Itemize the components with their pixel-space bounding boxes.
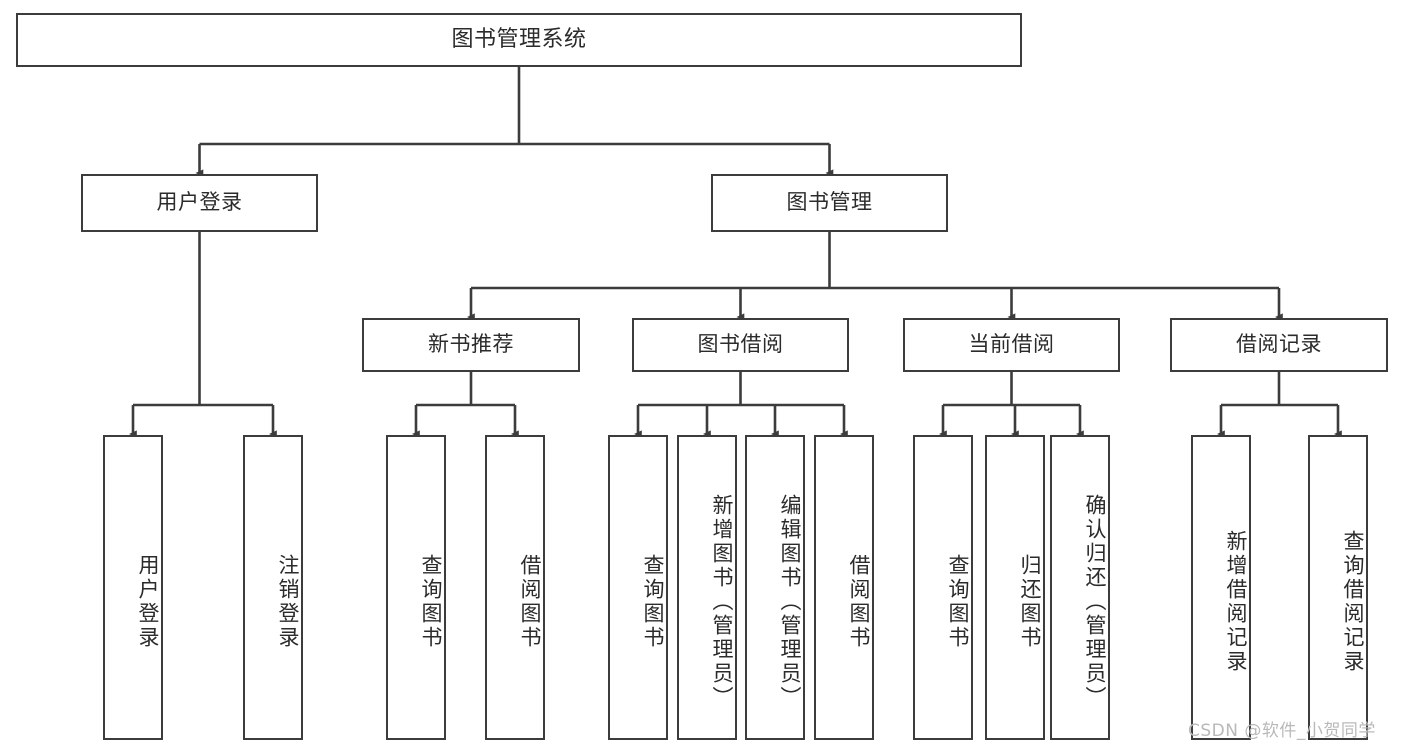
leaf-borrow-book-recommend[interactable]: 借阅图书 xyxy=(485,435,545,740)
leaf-borrow-book[interactable]: 借阅图书 xyxy=(814,435,874,740)
leaf-query-book-current-loan[interactable]: 查询图书 xyxy=(913,435,973,740)
node-book-borrow[interactable]: 图书借阅 xyxy=(632,318,849,372)
leaf-user-login[interactable]: 用户登录 xyxy=(103,435,163,740)
leaf-query-book-borrow[interactable]: 查询图书 xyxy=(608,435,668,740)
node-user-login[interactable]: 用户登录 xyxy=(81,174,318,232)
leaf-return-book[interactable]: 归还图书 xyxy=(985,435,1045,740)
leaf-add-book-admin[interactable]: 新增图书（管理员） xyxy=(677,435,737,740)
node-current-loan[interactable]: 当前借阅 xyxy=(903,318,1120,372)
node-new-book-recommend[interactable]: 新书推荐 xyxy=(362,318,580,372)
leaf-add-loan-record[interactable]: 新增借阅记录 xyxy=(1191,435,1251,740)
leaf-edit-book-admin[interactable]: 编辑图书（管理员） xyxy=(745,435,805,740)
leaf-logout[interactable]: 注销登录 xyxy=(243,435,303,740)
node-loan-record[interactable]: 借阅记录 xyxy=(1170,318,1388,372)
node-book-management[interactable]: 图书管理 xyxy=(711,174,948,232)
leaf-query-loan-record[interactable]: 查询借阅记录 xyxy=(1308,435,1368,740)
node-root[interactable]: 图书管理系统 xyxy=(16,13,1022,67)
leaf-confirm-return-admin[interactable]: 确认归还（管理员） xyxy=(1050,435,1110,740)
watermark: CSDN @软件_小贺同学 xyxy=(1188,721,1376,741)
leaf-query-book-recommend[interactable]: 查询图书 xyxy=(386,435,446,740)
